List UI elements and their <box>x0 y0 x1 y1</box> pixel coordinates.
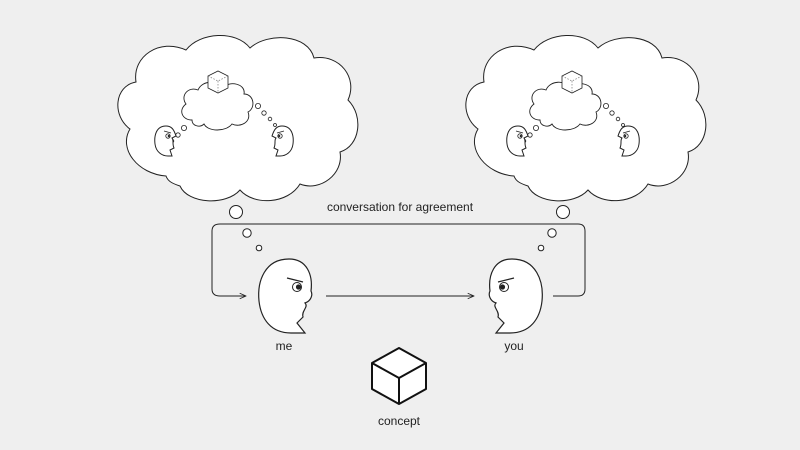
concept-label: concept <box>377 414 421 428</box>
bubbles-you-to-cloud <box>537 205 570 252</box>
small-concept-cube-icon <box>207 70 229 94</box>
concept-cube-icon <box>371 347 427 405</box>
bubbles-me-to-cloud <box>229 205 263 252</box>
you-label: you <box>504 339 524 353</box>
thought-bubbles <box>169 103 277 144</box>
head-me-icon <box>258 258 313 334</box>
me-label: me <box>275 339 293 353</box>
thought-cloud-you <box>465 34 707 202</box>
head-you-icon <box>488 258 543 334</box>
small-concept-cube-icon <box>561 70 583 94</box>
conversation-loop-arrow <box>211 223 586 296</box>
thought-cloud-me <box>117 34 359 202</box>
conversation-label: conversation for agreement <box>326 200 474 214</box>
